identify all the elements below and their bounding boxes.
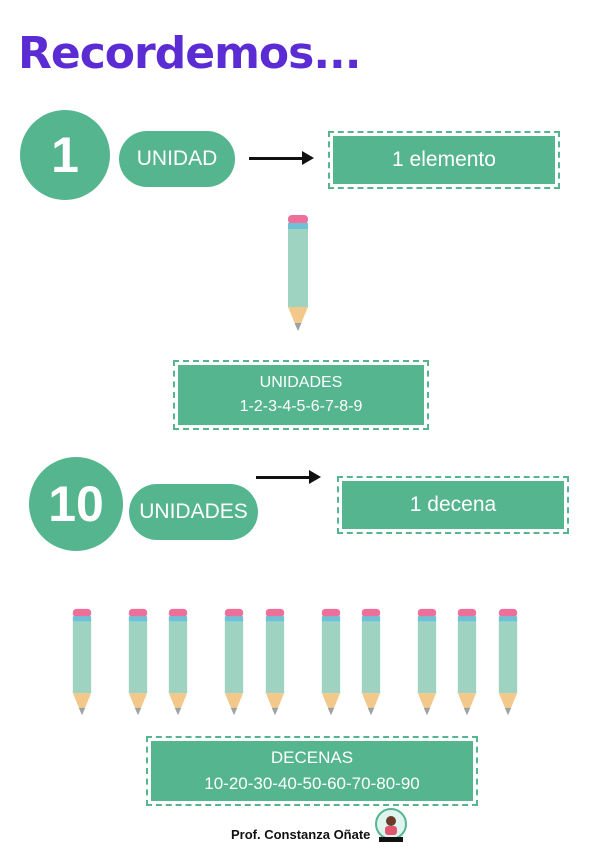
arrow-right-icon: [256, 470, 321, 484]
pencil-icon: [498, 608, 518, 716]
unidades-pill: UNIDADES: [129, 484, 258, 540]
pencil-icon: [224, 608, 244, 716]
pencil-icon: [168, 608, 188, 716]
tens-heading: DECENAS: [270, 748, 354, 767]
pencil-icon: [457, 608, 477, 716]
pencil-group: [0, 604, 600, 722]
author-credit: Prof. Constanza Oñate: [231, 827, 371, 842]
pencil-icon: [417, 608, 437, 716]
pencil-icon: [321, 608, 341, 716]
units-box: UNIDADES 1-2-3-4-5-6-7-8-9: [173, 360, 429, 430]
tens-box: DECENAS 10-20-30-40-50-60-70-80-90: [146, 736, 478, 806]
author-logo-icon: [375, 808, 407, 842]
units-sequence: 1-2-3-4-5-6-7-8-9: [239, 398, 363, 415]
one-ten-box: 1 decena: [337, 476, 569, 534]
number-one-circle: 1: [20, 110, 110, 200]
number-ten-circle: 10: [29, 457, 123, 551]
units-heading: UNIDADES: [259, 374, 343, 391]
one-element-text: 1 elemento: [392, 148, 496, 171]
tens-sequence: 10-20-30-40-50-60-70-80-90: [204, 774, 420, 793]
pencil-icon: [265, 608, 285, 716]
pencil-icon: [361, 608, 381, 716]
unidad-pill: UNIDAD: [119, 131, 235, 187]
page-title: Recordemos...: [18, 28, 361, 79]
one-ten-text: 1 decena: [409, 493, 497, 516]
arrow-right-icon: [249, 151, 314, 165]
pencil-icon: [128, 608, 148, 716]
pencil-icon: [72, 608, 92, 716]
pencil-icon: [288, 215, 308, 331]
one-element-box: 1 elemento: [328, 131, 560, 189]
